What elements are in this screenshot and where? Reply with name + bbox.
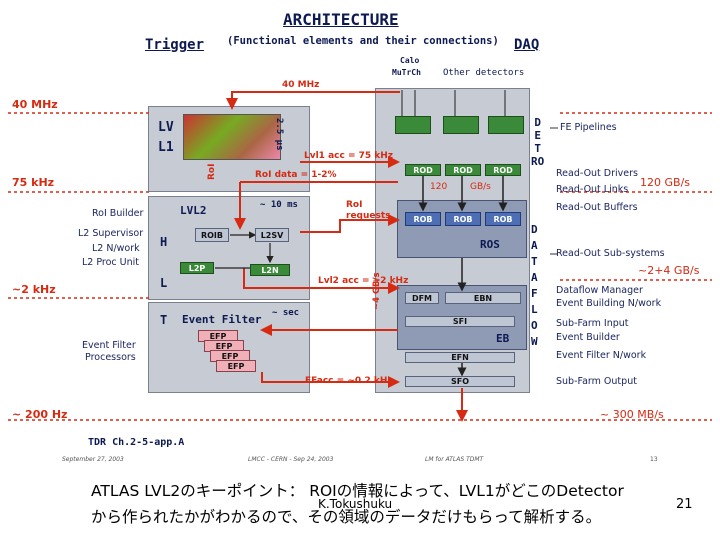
label-rob: Read-Out Buffers <box>556 202 638 213</box>
lvl1-lv: LV <box>158 120 174 135</box>
rate-75khz: 75 kHz <box>12 176 55 189</box>
bw-300-right: ~ 300 MB/s <box>600 408 664 421</box>
label-roi-builder: RoI Builder <box>92 208 144 219</box>
lvl2-t: T <box>160 313 168 327</box>
fe-pipeline-3 <box>488 116 524 134</box>
lvl2-panel <box>148 196 310 300</box>
footer-tdr: TDR Ch.2-5-app.A <box>88 437 185 448</box>
fe-pipeline-2 <box>443 116 479 134</box>
label-l2-supervisor: L2 Supervisor <box>78 228 144 239</box>
rate-200hz: ~ 200 Hz <box>12 408 68 421</box>
flow-lvl1-acc: Lvl1 acc = 75 kHz <box>304 151 394 161</box>
flow-bw-120: 120 <box>430 182 448 192</box>
bw-120-right: 120 GB/s <box>640 176 690 189</box>
daq-vertical-top: D E T RO <box>531 116 545 168</box>
box-rod-2: ROD <box>445 164 481 176</box>
box-ebn: EBN <box>445 292 521 304</box>
caption-line-2: から作られたかがわかるので、その領域のデータだけもらって解析する。 <box>91 508 602 526</box>
page-title: ARCHITECTURE <box>283 10 399 29</box>
label-l2-nwork: L2 N/work <box>92 243 140 254</box>
flow-roi-data: RoI data = 1-2% <box>255 170 337 180</box>
box-sfi: SFI <box>405 316 515 327</box>
flow-efacc: EFacc = ~0.2 kHz <box>305 376 393 386</box>
label-rol: Read-Out Links <box>556 184 629 195</box>
footer-date: September 27, 2003 <box>62 456 124 463</box>
lvl2-l: L <box>160 276 168 290</box>
footer-lmcc: LMCC - CERN - Sep 24, 2003 <box>248 456 334 463</box>
page-subtitle: (Functional elements and their connectio… <box>227 35 499 47</box>
daq-vertical-bottom: D A T A F L O W <box>531 223 538 348</box>
footer-lm: LM for ATLAS TDMT <box>425 456 484 463</box>
flow-bw-4: ~4 GB/s <box>372 272 382 310</box>
label-l2-proc: L2 Proc Unit <box>82 257 140 268</box>
detector-mutrch: MuTrCh <box>392 68 421 77</box>
label-dfm: Dataflow Manager <box>556 285 643 296</box>
label-ef-processors: Event Filter Processors <box>82 340 136 363</box>
daq-heading: DAQ <box>514 37 540 53</box>
label-sfi: Sub-Farm Input <box>556 318 629 329</box>
ef-time: ~ sec <box>272 308 300 318</box>
trigger-heading: Trigger <box>145 37 205 53</box>
box-rod-1: ROD <box>405 164 441 176</box>
lvl1-l1: L1 <box>158 140 174 155</box>
box-rob-1: ROB <box>405 212 441 226</box>
lvl2-h: H <box>160 235 168 249</box>
footer-pg: 13 <box>650 456 658 463</box>
box-l2sv: L2SV <box>255 228 289 242</box>
lvl1-roi-side: RoI <box>207 163 217 180</box>
caption-line-1: ATLAS LVL2のキーポイント： ROIの情報によって、LVL1がどこのDe… <box>91 482 624 500</box>
label-sfo: Sub-Farm Output <box>556 376 637 387</box>
box-rob-3: ROB <box>485 212 521 226</box>
detector-other: Other detectors <box>443 68 525 78</box>
label-eb: EB <box>496 332 510 345</box>
label-ros-right: Read-Out Sub-systems <box>556 248 665 259</box>
rate-40mhz: 40 MHz <box>12 98 58 111</box>
author: K.Tokushuku <box>318 497 393 511</box>
label-fe-pipelines: FE Pipelines <box>560 122 617 133</box>
label-ebn: Event Building N/work <box>556 298 662 309</box>
rate-40mhz-top: 40 MHz <box>282 80 320 90</box>
lvl2-time: ~ 10 ms <box>260 200 298 210</box>
fe-pipeline-1 <box>395 116 431 134</box>
rate-2khz: ~2 kHz <box>12 283 56 296</box>
label-eb-right: Event Builder <box>556 332 620 343</box>
box-dfm: DFM <box>405 292 439 304</box>
box-l2n: L2N <box>250 264 290 276</box>
label-rod: Read-Out Drivers <box>556 168 638 179</box>
flow-roi-requests: RoI requests <box>346 200 391 221</box>
box-l2p: L2P <box>180 262 214 274</box>
lvl2-title: LVL2 <box>180 204 207 217</box>
detector-calo: Calo <box>400 56 420 65</box>
box-efn: EFN <box>405 352 515 363</box>
box-rod-3: ROD <box>485 164 521 176</box>
flow-lvl2-acc: Lvl2 acc = ~2 kHz <box>318 276 409 286</box>
label-efn: Event Filter N/work <box>556 350 647 361</box>
box-roib: ROIB <box>195 228 229 242</box>
lvl1-board-image <box>183 114 281 160</box>
box-sfo: SFO <box>405 376 515 387</box>
box-rob-2: ROB <box>445 212 481 226</box>
ef-title: Event Filter <box>182 313 262 326</box>
lvl1-latency: 2.5 µs <box>274 118 284 151</box>
label-ros: ROS <box>480 238 500 251</box>
bw-24-right: ~2+4 GB/s <box>638 264 700 277</box>
flow-bw-gbs: GB/s <box>470 182 491 192</box>
box-efp-4: EFP <box>216 360 256 372</box>
slide-number: 21 <box>676 497 693 512</box>
